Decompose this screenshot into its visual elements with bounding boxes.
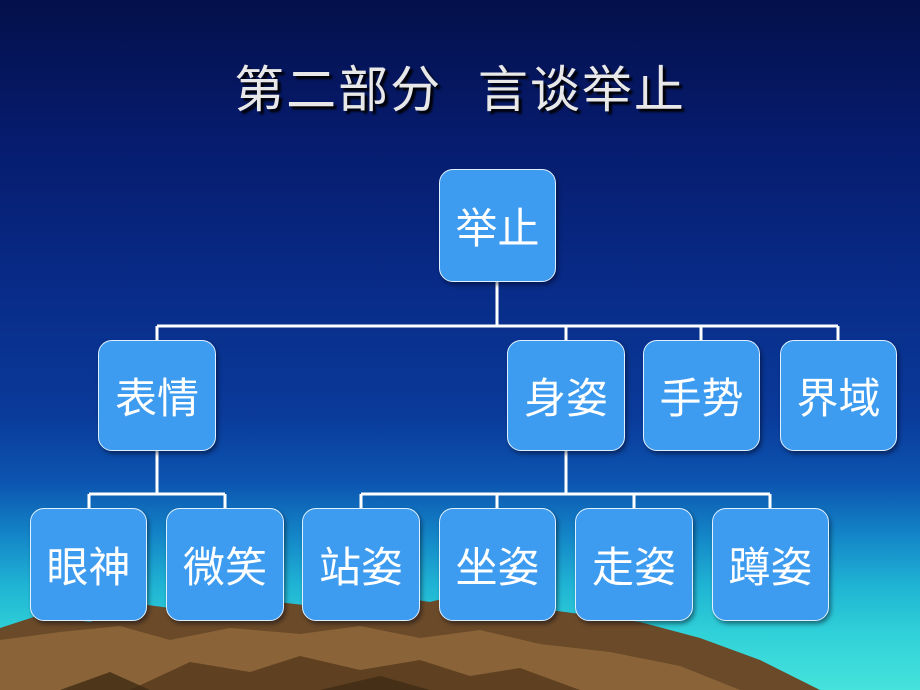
node-shenzi: 身姿 xyxy=(507,340,625,451)
node-zhanzi: 站姿 xyxy=(302,508,420,621)
node-yanshen: 眼神 xyxy=(30,508,147,621)
node-zouzi: 走姿 xyxy=(575,508,693,621)
slide-title: 第二部分 言谈举止 xyxy=(234,61,686,119)
node-root: 举止 xyxy=(439,169,556,282)
node-zuozi: 坐姿 xyxy=(439,508,556,621)
node-dunzi: 蹲姿 xyxy=(712,508,829,621)
node-biaoqing: 表情 xyxy=(98,340,216,451)
node-weixiao: 微笑 xyxy=(166,508,284,621)
node-jieyu: 界域 xyxy=(780,340,897,451)
node-shoushi: 手势 xyxy=(643,340,760,451)
